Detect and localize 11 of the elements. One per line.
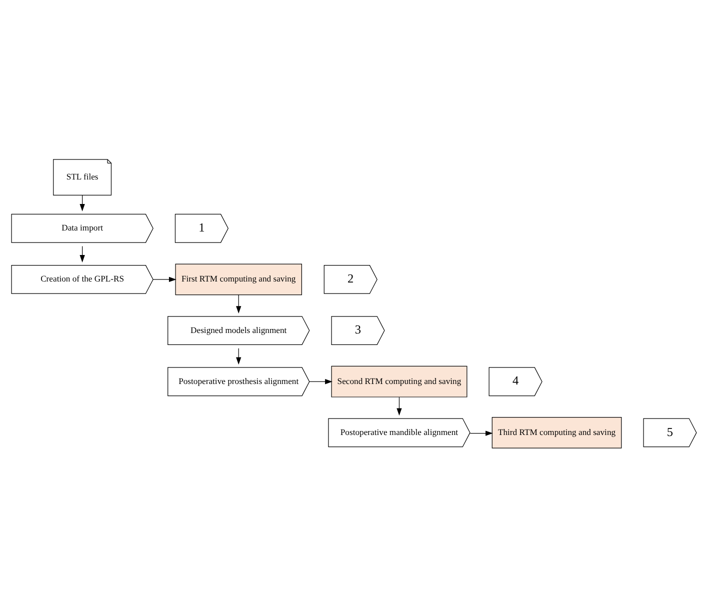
arrow [236,348,242,365]
arrow [309,379,332,384]
node-box: Third RTM computing and saving [492,417,622,448]
node-box: Second RTM computing and saving [331,366,468,398]
arrow [80,246,85,262]
arrow [80,194,85,212]
node-box: First RTM computing and saving [175,264,302,296]
arrow [470,430,493,436]
arrow [236,294,242,314]
arrow [396,396,402,416]
arrow [152,276,176,282]
